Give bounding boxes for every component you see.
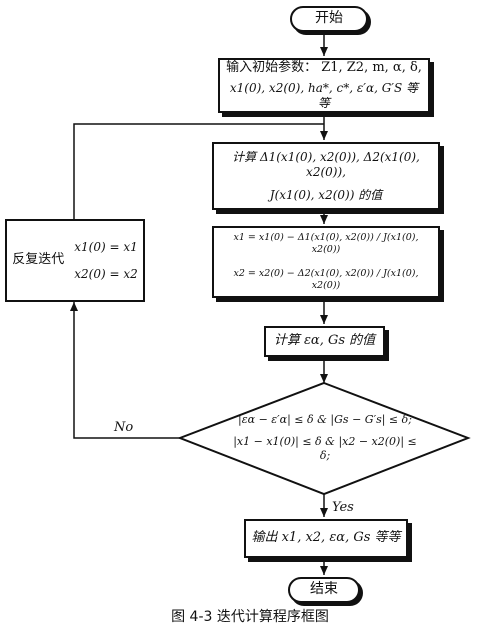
end-terminal: 结束 — [288, 577, 360, 603]
update-x1-formula: x1 = x1(0) − Δ1(x1(0), x2(0)) / J(x1(0),… — [233, 232, 419, 256]
decision-conditions: |εα − ε′α| ≤ δ & |Gs − G′s| ≤ δ; |x1 − x… — [230, 410, 420, 466]
no-label: No — [114, 420, 134, 435]
arrow-loop-return — [73, 123, 324, 219]
end-label: 结束 — [310, 581, 338, 598]
loop-box: 反复迭代 x1(0) = x1 x2(0) = x2 — [5, 219, 145, 302]
decision-diamond — [177, 381, 471, 496]
compute1-box: 计算 Δ1(x1(0), x2(0)), Δ2(x1(0), x2(0)), J… — [212, 142, 440, 210]
compute1-line1: 计算 Δ1(x1(0), x2(0)), Δ2(x1(0), x2(0)), — [232, 149, 420, 179]
compute1-line2: J(x1(0), x2(0)) 的值 — [269, 187, 383, 202]
input-box: 输入初始参数： Z1, Z2, m, α, δ, x1(0), x2(0), h… — [218, 58, 430, 113]
start-terminal: 开始 — [290, 6, 368, 32]
update-x2-formula: x2 = x2(0) − Δ2(x1(0), x2(0)) / J(x1(0),… — [233, 268, 419, 291]
decision-line1: |εα − ε′α| ≤ δ & |Gs − G′s| ≤ δ; — [238, 413, 412, 427]
loop-eq2: x2(0) = x2 — [74, 266, 138, 281]
start-label: 开始 — [315, 10, 343, 27]
update-box: x1 = x1(0) − Δ1(x1(0), x2(0)) / J(x1(0),… — [212, 226, 440, 298]
yes-label: Yes — [332, 500, 354, 515]
loop-eq1: x1(0) = x1 — [74, 239, 138, 254]
input-line2: x1(0), x2(0), ha*, c*, ε′α, G′S 等等 — [229, 80, 419, 110]
compute2-label: 计算 εα, Gs 的值 — [273, 333, 376, 349]
decision-line2: |x1 − x1(0)| ≤ δ & |x2 − x2(0)| ≤ δ; — [233, 435, 417, 462]
figure-caption: 图 4-3 迭代计算程序框图 — [171, 609, 329, 625]
output-box: 输出 x1, x2, εα, Gs 等等 — [244, 519, 408, 558]
compute2-box: 计算 εα, Gs 的值 — [264, 326, 385, 357]
input-line1: 输入初始参数： Z1, Z2, m, α, δ, — [226, 60, 422, 76]
arrow-decision-no-loop — [70, 302, 180, 439]
output-label: 输出 x1, x2, εα, Gs 等等 — [251, 530, 401, 546]
loop-label: 反复迭代 — [12, 252, 65, 268]
